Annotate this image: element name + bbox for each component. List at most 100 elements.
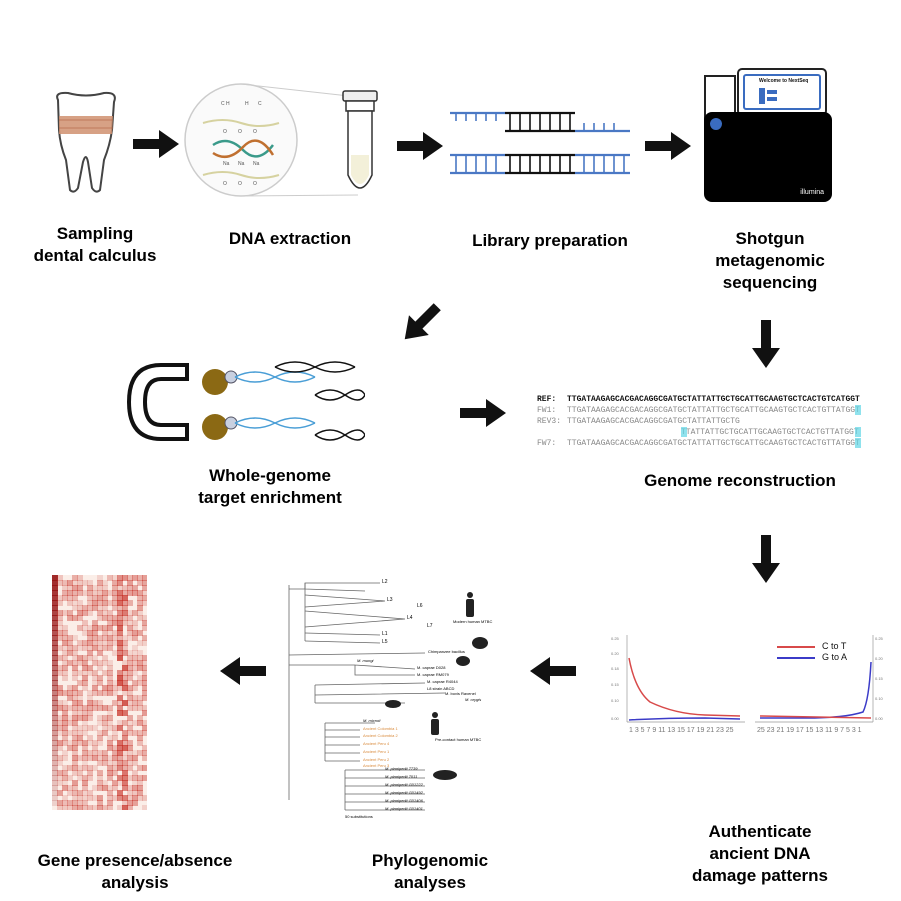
heatmap-cell — [132, 585, 138, 591]
heatmap-cell — [122, 795, 128, 801]
heatmap-cell — [87, 805, 93, 810]
heatmap-cell — [137, 680, 143, 686]
heatmap-cell — [67, 645, 73, 651]
heatmap-cell — [117, 585, 123, 591]
heatmap-cell — [112, 700, 118, 706]
heatmap-cell — [57, 745, 63, 751]
heatmap-cell — [57, 775, 63, 781]
heatmap-cell — [117, 740, 123, 746]
svg-text:Na: Na — [253, 161, 260, 167]
heatmap-cell — [117, 760, 123, 766]
heatmap-cell — [82, 640, 88, 646]
heatmap-cell — [107, 590, 113, 596]
svg-text:0.00: 0.00 — [611, 716, 620, 721]
heatmap-cell — [122, 585, 128, 591]
heatmap-cell — [57, 780, 63, 786]
heatmap-cell — [57, 625, 63, 631]
heatmap-cell — [102, 755, 108, 761]
heatmap-cell — [72, 590, 78, 596]
heatmap-cell — [117, 680, 123, 686]
heatmap-cell — [62, 585, 68, 591]
heatmap-cell — [62, 785, 68, 791]
heatmap-cell — [77, 590, 83, 596]
heatmap-cell — [127, 725, 133, 731]
heatmap-cell — [122, 760, 128, 766]
svg-text:25 23 21 19 17 15 13 11 9 7 5: 25 23 21 19 17 15 13 11 9 7 5 3 1 — [757, 727, 862, 734]
heatmap-cell — [122, 800, 128, 806]
heatmap-cell — [52, 765, 58, 771]
heatmap-cell — [72, 740, 78, 746]
heatmap-cell — [62, 725, 68, 731]
heatmap-cell — [52, 605, 58, 611]
heatmap-cell — [62, 770, 68, 776]
heatmap-cell — [132, 750, 138, 756]
heatmap-cell — [72, 580, 78, 586]
svg-text:O: O — [253, 181, 257, 187]
heatmap-cell — [67, 660, 73, 666]
heatmap-cell — [97, 720, 103, 726]
heatmap-cell — [67, 695, 73, 701]
heatmap-cell — [142, 750, 147, 756]
heatmap-cell — [52, 755, 58, 761]
heatmap-cell — [137, 660, 143, 666]
arrow-right-icon — [133, 130, 179, 158]
heatmap-cell — [127, 805, 133, 810]
heatmap-cell — [87, 580, 93, 586]
heatmap-cell — [137, 740, 143, 746]
heatmap-cell — [122, 755, 128, 761]
heatmap-cell — [57, 720, 63, 726]
heatmap-cell — [82, 680, 88, 686]
heatmap-cell — [57, 600, 63, 606]
heatmap-cell — [112, 795, 118, 801]
heatmap-cell — [142, 665, 147, 671]
heatmap-cell — [82, 645, 88, 651]
heatmap-cell — [102, 625, 108, 631]
heatmap-cell — [112, 725, 118, 731]
heatmap-cell — [77, 800, 83, 806]
heatmap-cell — [112, 635, 118, 641]
heatmap-cell — [67, 595, 73, 601]
heatmap-cell — [107, 670, 113, 676]
heatmap-cell — [142, 580, 147, 586]
heatmap-cell — [137, 630, 143, 636]
heatmap-cell — [107, 805, 113, 810]
heatmap-cell — [127, 635, 133, 641]
heatmap-cell — [127, 615, 133, 621]
heatmap-cell — [97, 575, 103, 581]
heatmap-cell — [72, 715, 78, 721]
heatmap-cell — [117, 705, 123, 711]
heatmap-cell — [112, 575, 118, 581]
heatmap-cell — [127, 580, 133, 586]
heatmap-cell — [62, 635, 68, 641]
heatmap-cell — [122, 720, 128, 726]
heatmap-cell — [62, 660, 68, 666]
heatmap-cell — [102, 725, 108, 731]
heatmap-cell — [107, 770, 113, 776]
heatmap-cell — [62, 640, 68, 646]
heatmap-cell — [132, 770, 138, 776]
heatmap-cell — [87, 690, 93, 696]
heatmap-cell — [117, 610, 123, 616]
heatmap-cell — [67, 635, 73, 641]
heatmap-cell — [97, 730, 103, 736]
heatmap-cell — [122, 675, 128, 681]
heatmap-cell — [57, 580, 63, 586]
heatmap-cell — [72, 745, 78, 751]
heatmap-cell — [97, 600, 103, 606]
heatmap-cell — [62, 805, 68, 810]
arrow-right-icon — [397, 132, 443, 160]
heatmap-cell — [92, 655, 98, 661]
heatmap-cell — [67, 715, 73, 721]
heatmap-cell — [52, 625, 58, 631]
heatmap-cell — [72, 670, 78, 676]
heatmap-cell — [137, 575, 143, 581]
heatmap-cell — [52, 670, 58, 676]
heatmap-cell — [107, 725, 113, 731]
heatmap-cell — [92, 605, 98, 611]
heatmap-cell — [72, 615, 78, 621]
heatmap-cell — [127, 625, 133, 631]
heatmap-cell — [62, 590, 68, 596]
heatmap-cell — [142, 655, 147, 661]
heatmap-cell — [107, 755, 113, 761]
